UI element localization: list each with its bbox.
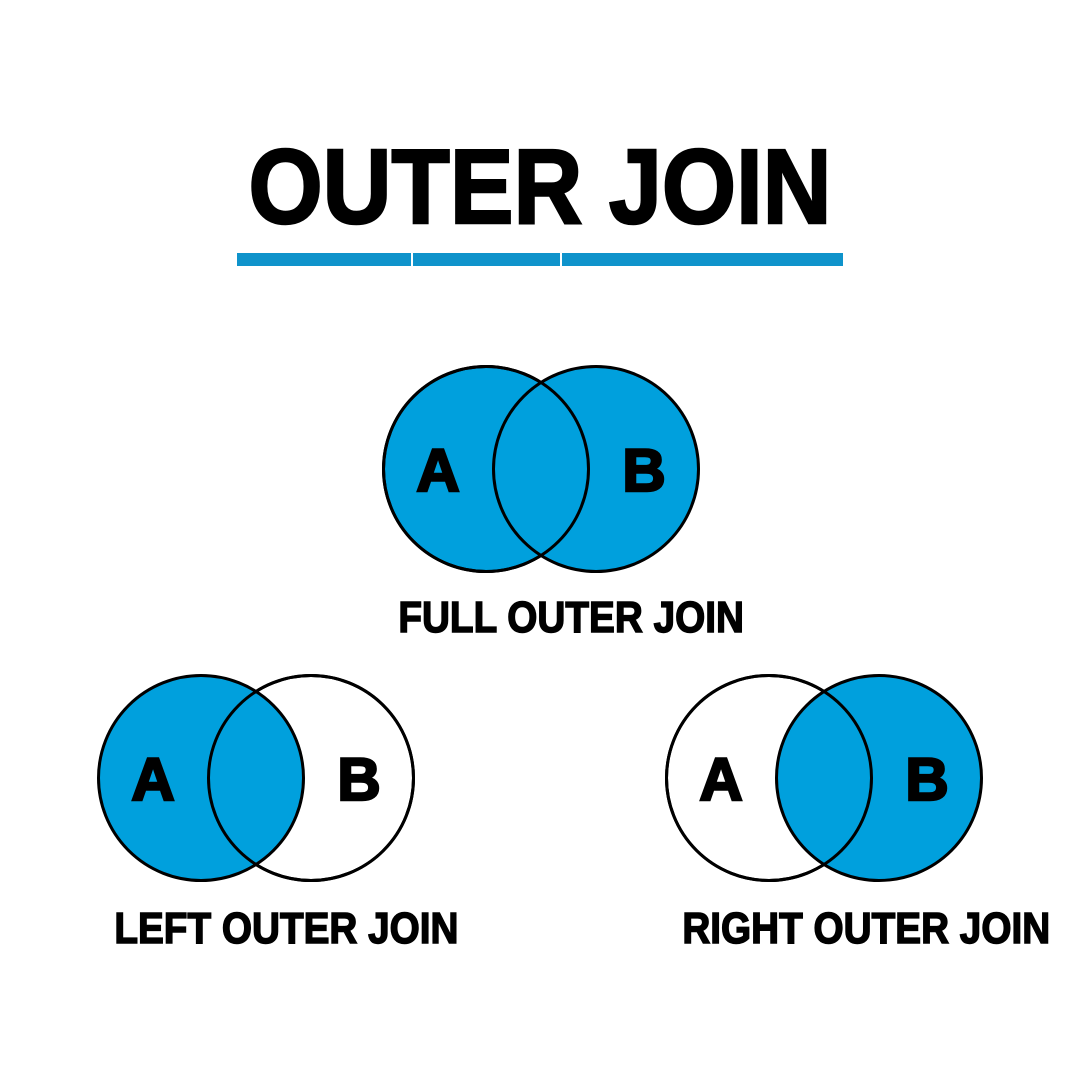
caption-left-outer-join: LEFT OUTER JOIN — [114, 904, 460, 953]
circle-b — [492, 365, 700, 573]
circle-b — [775, 674, 983, 882]
venn-diagram-full-outer-join: A B — [382, 365, 700, 573]
circle-a-label: A — [131, 746, 174, 813]
venn-diagram-left-outer-join: A B — [97, 674, 415, 882]
caption-full-outer-join: FULL OUTER JOIN — [398, 593, 745, 642]
circle-b-outline — [207, 674, 415, 882]
circle-a-outline — [665, 674, 873, 882]
circle-a — [97, 674, 305, 882]
venn-diagram-right-outer-join: A B — [665, 674, 983, 882]
venn-full-outer-join: A B — [380, 363, 702, 575]
circle-a-label: A — [416, 437, 459, 504]
caption-right-outer-join: RIGHT OUTER JOIN — [682, 904, 1051, 953]
page-title: OUTER JOIN — [247, 128, 832, 246]
circle-b-label: B — [622, 437, 665, 504]
circle-a-outline — [382, 365, 590, 573]
underline-segment — [562, 253, 843, 266]
circle-a-label: A — [699, 746, 742, 813]
venn-right-outer-join: A B — [663, 672, 985, 884]
venn-left-outer-join: A B — [95, 672, 417, 884]
circle-b-label: B — [905, 746, 948, 813]
circle-b-label: B — [337, 746, 380, 813]
title-underline — [237, 253, 843, 266]
underline-segment — [237, 253, 411, 266]
underline-segment — [413, 253, 560, 266]
